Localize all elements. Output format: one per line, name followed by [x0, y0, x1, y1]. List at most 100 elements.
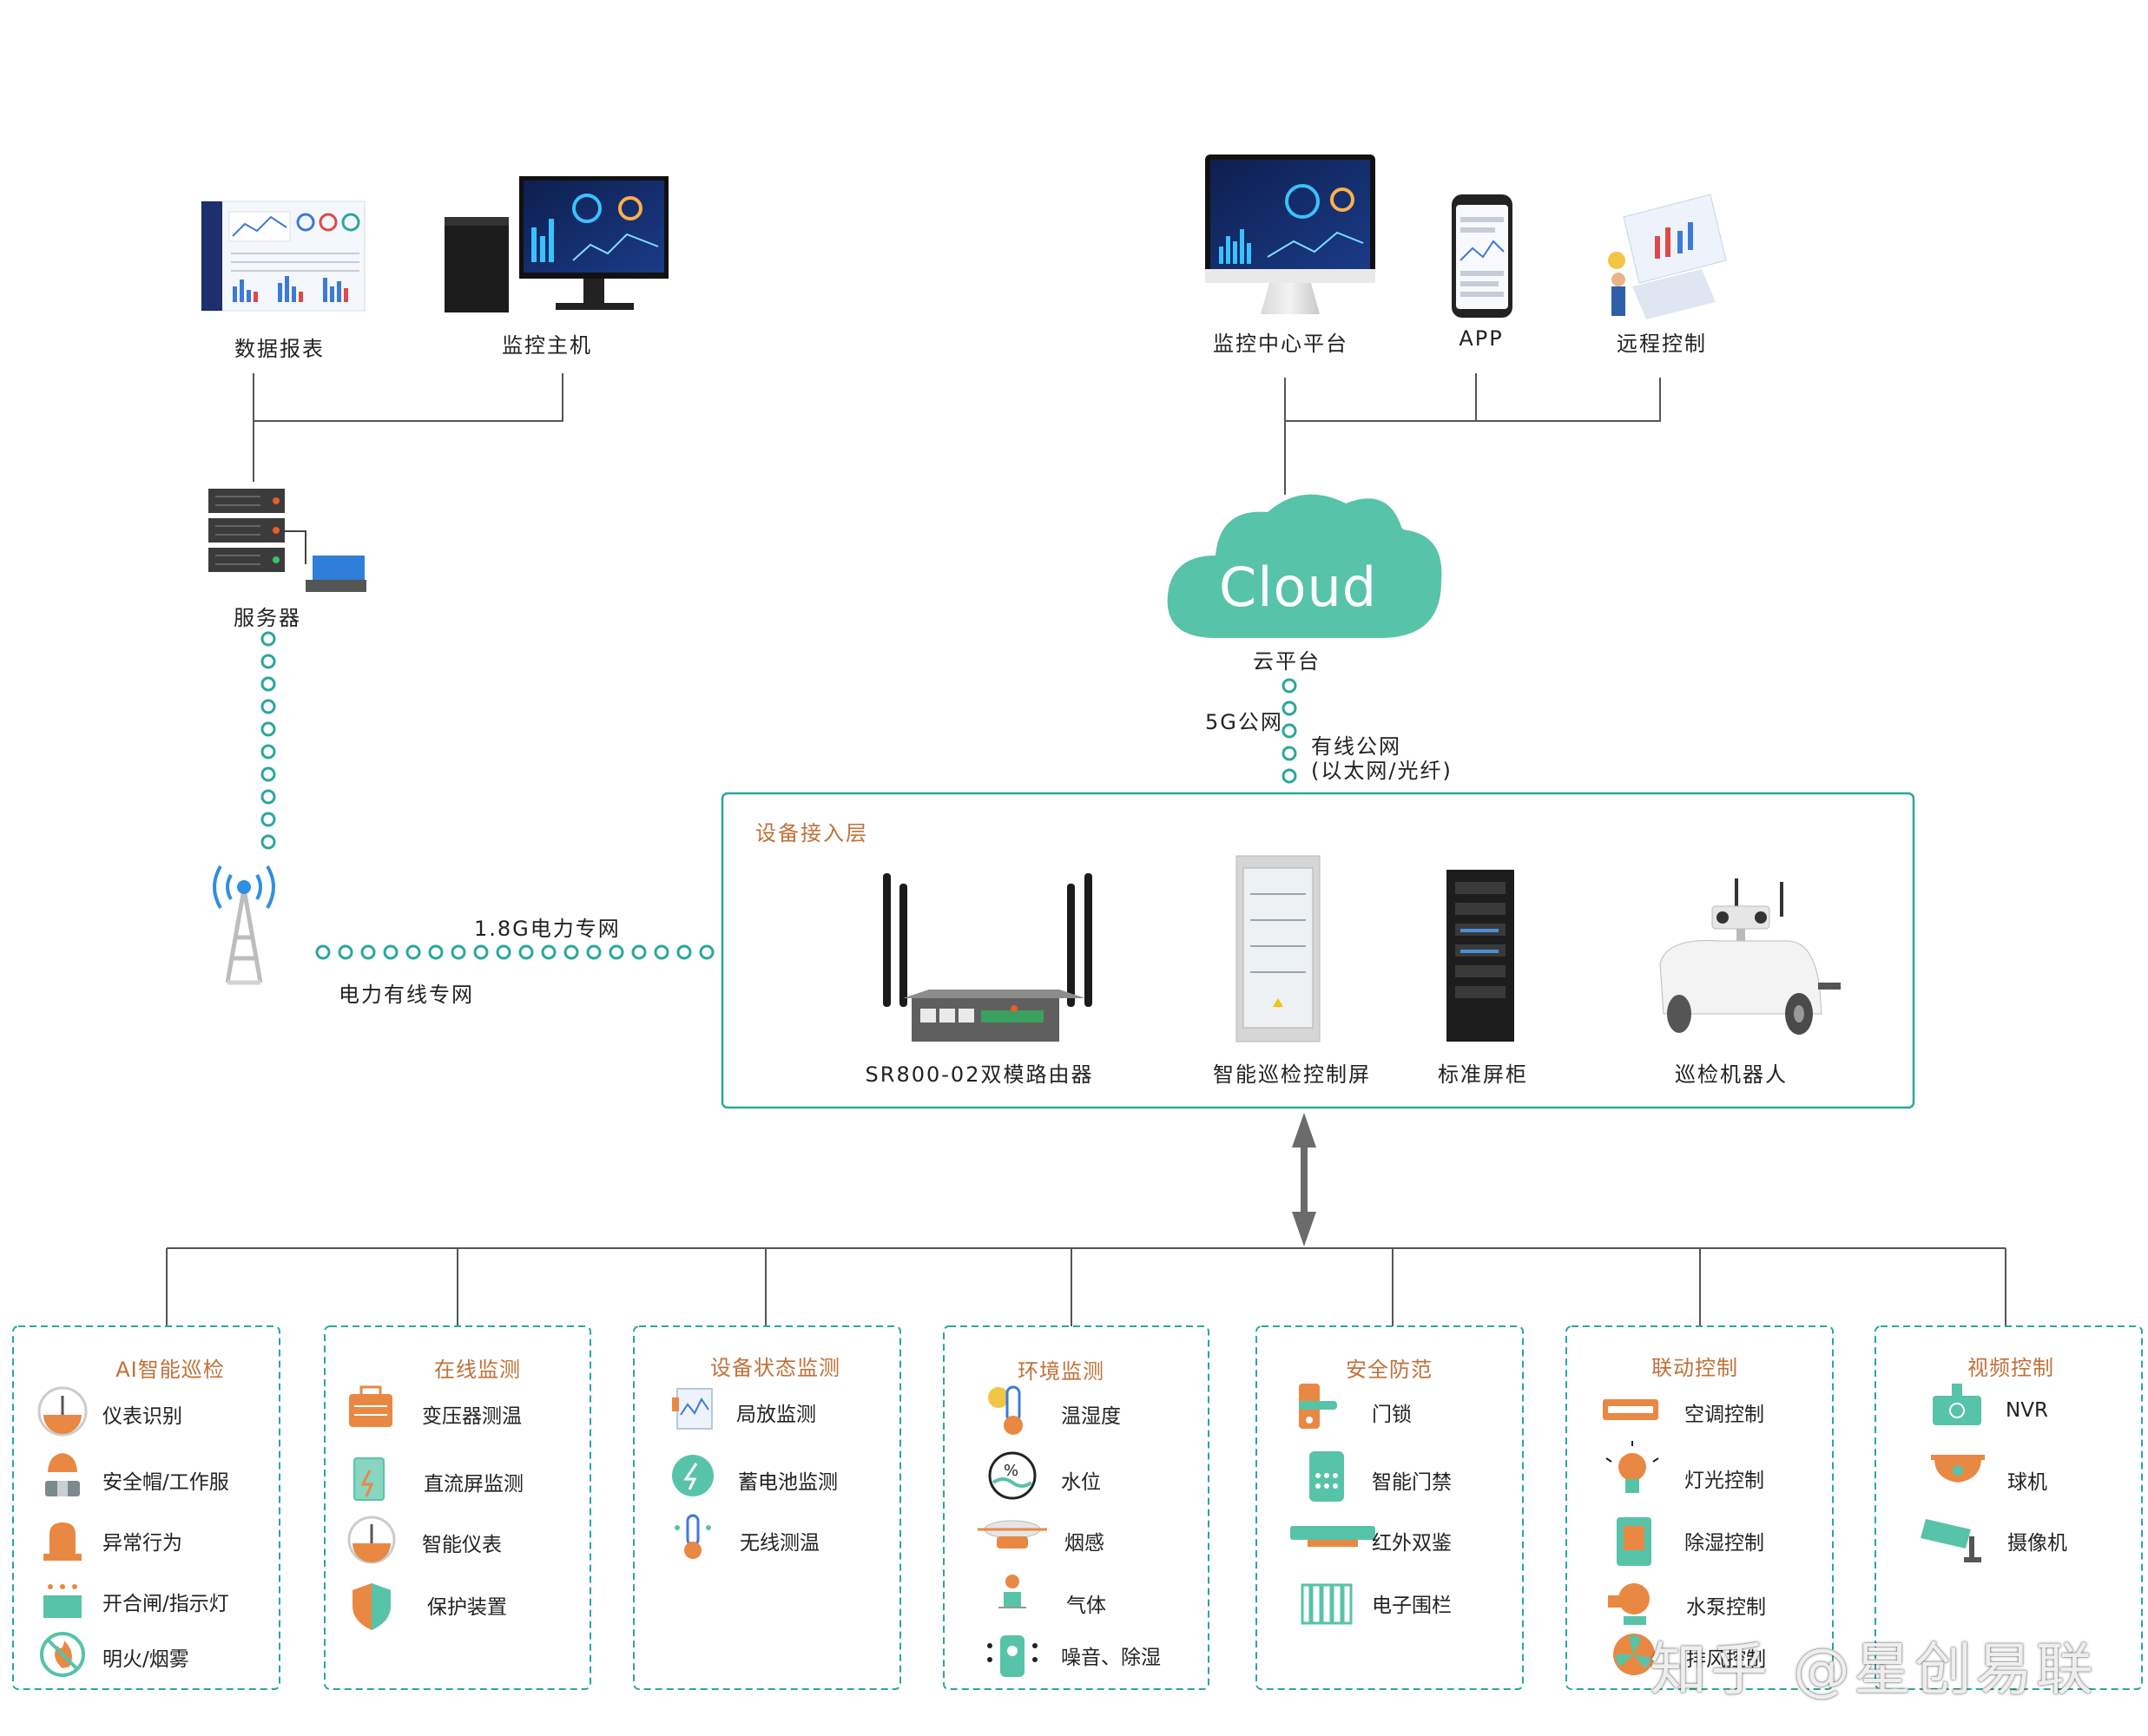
list-item: 噪音、除湿: [1061, 1647, 1161, 1669]
shield-icon: [353, 1583, 391, 1630]
transformer-icon: [349, 1385, 392, 1427]
temperature-humidity-icon: [988, 1385, 1023, 1435]
dome-camera-icon: [1931, 1455, 1985, 1483]
wired-public-label: 有线公网: [1311, 734, 1401, 759]
category-title-security: 安全防范: [1346, 1358, 1433, 1382]
link-dot: [260, 789, 276, 805]
link-dot: [699, 944, 715, 960]
link-dot: [496, 944, 511, 960]
data-report-image: [201, 201, 366, 312]
list-item: 红外双鉴: [1372, 1532, 1452, 1555]
switch-indicator-icon: [43, 1584, 82, 1618]
light-bulb-icon: [1605, 1441, 1659, 1493]
list-item: 门锁: [1372, 1404, 1412, 1426]
device-label-standard-cabinet: 标准屏柜: [1438, 1062, 1528, 1087]
no-fire-icon: [40, 1632, 85, 1677]
list-item: 温湿度: [1061, 1405, 1121, 1428]
access-control-icon: [1309, 1451, 1344, 1502]
link-dot: [360, 944, 376, 960]
link-dot: [338, 944, 353, 960]
server-label: 服务器: [234, 606, 301, 630]
list-item: NVR: [2006, 1399, 2048, 1422]
list-item: 局放监测: [736, 1404, 816, 1426]
access-layer-title: 设备接入层: [755, 821, 868, 845]
wireless-tower-icon: [213, 865, 275, 985]
link-dot: [260, 721, 276, 737]
link-dot: [473, 944, 489, 960]
list-item: 排风控制: [1686, 1648, 1766, 1671]
list-item: 蓄电池监测: [738, 1471, 838, 1494]
list-item: 开合闸/指示灯: [102, 1593, 229, 1615]
battery-icon: [672, 1455, 714, 1496]
list-item: 除湿控制: [1684, 1532, 1764, 1555]
category-title-linkage: 联动控制: [1651, 1356, 1738, 1380]
link-dot: [260, 676, 276, 692]
camera-icon: [1921, 1519, 1981, 1562]
link-dot: [609, 944, 624, 960]
category-title-video: 视频控制: [1967, 1356, 2054, 1380]
link-dot: [1282, 768, 1297, 784]
remote-control-image: [1608, 194, 1727, 319]
thermometer-icon: [675, 1514, 711, 1559]
link-dot: [260, 631, 276, 647]
list-item: 智能仪表: [422, 1534, 502, 1556]
bidirectional-arrow-icon: [1292, 1113, 1316, 1246]
remote-control-label: 远程控制: [1617, 332, 1707, 356]
link-dot: [315, 944, 331, 960]
link-dot: [676, 944, 692, 960]
connection-lines: [166, 373, 2006, 1326]
link-dot: [260, 744, 276, 760]
link-dot: [383, 944, 399, 960]
monitor-host-image: [445, 176, 669, 312]
cloud-platform-label: 云平台: [1253, 649, 1321, 674]
link-dot: [1282, 746, 1297, 761]
noise-sensor-icon: [987, 1635, 1038, 1677]
category-title-device-status: 设备状态监测: [710, 1356, 840, 1380]
meter-icon: [347, 1516, 396, 1564]
link-dot: [260, 834, 276, 850]
air-conditioner-icon: [1603, 1399, 1658, 1420]
list-item: 水位: [1061, 1471, 1101, 1494]
list-item: 智能门禁: [1372, 1471, 1452, 1494]
link-dot: [451, 944, 466, 960]
standard-cabinet-image: [1446, 870, 1514, 1042]
list-item: 直流屏监测: [424, 1473, 524, 1496]
list-item: 空调控制: [1684, 1404, 1764, 1426]
list-item: 球机: [2007, 1471, 2047, 1494]
power-network-dotted-link: [315, 944, 715, 960]
device-label-robot: 巡检机器人: [1675, 1062, 1788, 1087]
device-label-control-screen: 智能巡检控制屏: [1213, 1062, 1371, 1087]
link-dot: [541, 944, 557, 960]
link-dot: [260, 812, 276, 827]
list-item: 摄像机: [2007, 1532, 2067, 1555]
list-item: 保护装置: [427, 1596, 507, 1619]
link-dot: [563, 944, 579, 960]
link-dot: [586, 944, 602, 960]
link-dot: [1282, 723, 1297, 739]
link-dot: [654, 944, 669, 960]
dc-panel-icon: [353, 1457, 385, 1501]
category-boxes: [12, 1325, 2143, 1690]
list-item: 仪表识别: [102, 1405, 182, 1428]
link-dot: [1282, 678, 1297, 694]
helmet-icon: [45, 1453, 80, 1496]
center-platform-image: [1205, 155, 1375, 314]
water-pump-icon: [1608, 1583, 1650, 1625]
inspection-robot-image: [1659, 878, 1841, 1035]
link-dot: [428, 944, 444, 960]
list-item: 烟感: [1064, 1532, 1104, 1555]
category-title-ai-inspection: AI智能巡检: [115, 1358, 225, 1382]
list-item: 水泵控制: [1686, 1596, 1766, 1619]
link-dot: [1282, 700, 1297, 716]
water-level-icon: %: [988, 1451, 1037, 1500]
server-image: [208, 489, 366, 592]
dehumidifier-icon: [1617, 1517, 1651, 1566]
cloud-dotted-link: [1282, 678, 1297, 784]
wireless-dotted-link: [260, 631, 276, 850]
link-dot: [260, 766, 276, 782]
link-dot: [405, 944, 421, 960]
app-phone-image: [1452, 194, 1512, 318]
link-dot: [631, 944, 647, 960]
data-report-label: 数据报表: [234, 337, 325, 361]
